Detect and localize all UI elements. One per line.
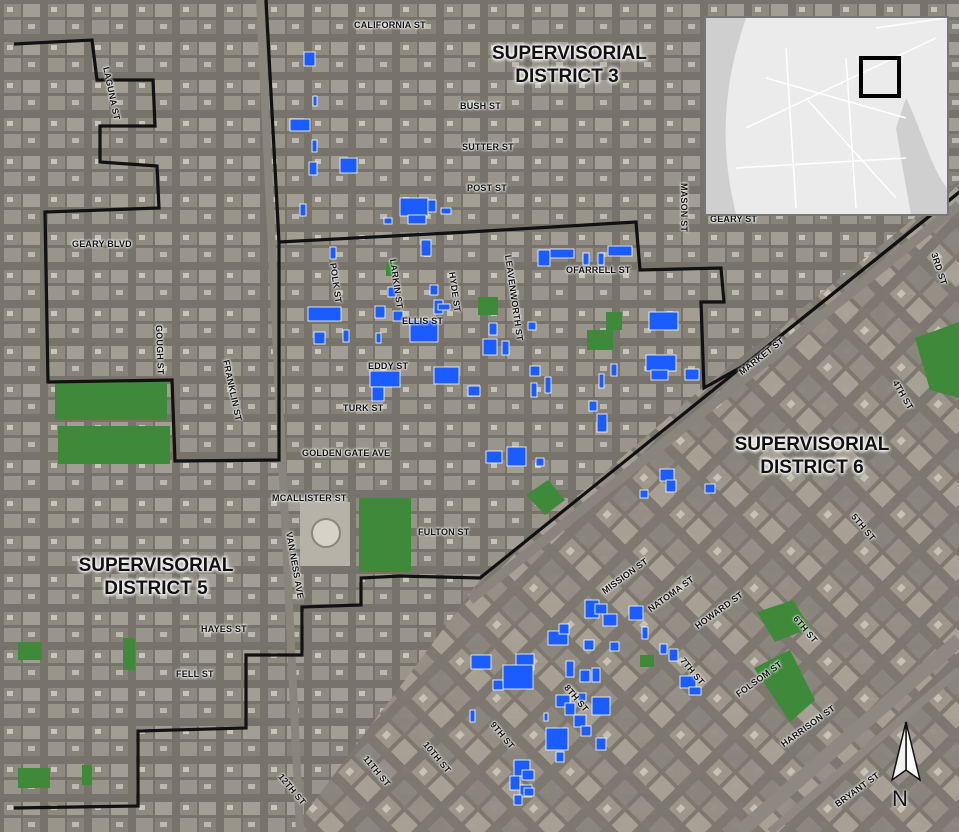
street-label-california: CALIFORNIA ST <box>354 20 426 30</box>
street-label-mcallister: MCALLISTER ST <box>272 493 347 503</box>
street-label-fulton: FULTON ST <box>418 527 470 537</box>
locator-square <box>859 56 901 98</box>
street-label-ofarrell: OFARRELL ST <box>566 265 631 275</box>
street-label-gough: GOUGH ST <box>154 324 166 375</box>
north-arrow-label: N <box>892 786 908 811</box>
street-label-sutter: SUTTER ST <box>462 142 514 152</box>
street-label-geary-blvd: GEARY BLVD <box>72 239 132 249</box>
street-label-post: POST ST <box>467 183 507 193</box>
street-label-hayes: HAYES ST <box>201 624 247 634</box>
district-5-label: SUPERVISORIAL DISTRICT 5 <box>78 555 234 599</box>
district-6-label: SUPERVISORIAL DISTRICT 6 <box>734 434 890 478</box>
street-label-bush: BUSH ST <box>460 101 501 111</box>
street-label-mason: MASON ST <box>679 183 689 233</box>
street-label-fell: FELL ST <box>176 669 214 679</box>
street-label-turk: TURK ST <box>343 403 384 413</box>
inset-locator-map <box>704 16 949 216</box>
street-label-eddy: EDDY ST <box>368 361 409 371</box>
street-label-golden-gate: GOLDEN GATE AVE <box>302 448 391 458</box>
street-label-geary-st: GEARY ST <box>710 214 758 224</box>
north-arrow-icon <box>890 721 922 782</box>
inset-map-drawing <box>706 17 947 214</box>
street-label-ellis: ELLIS ST <box>402 316 444 326</box>
district-3-label: SUPERVISORIAL DISTRICT 3 <box>492 43 647 87</box>
